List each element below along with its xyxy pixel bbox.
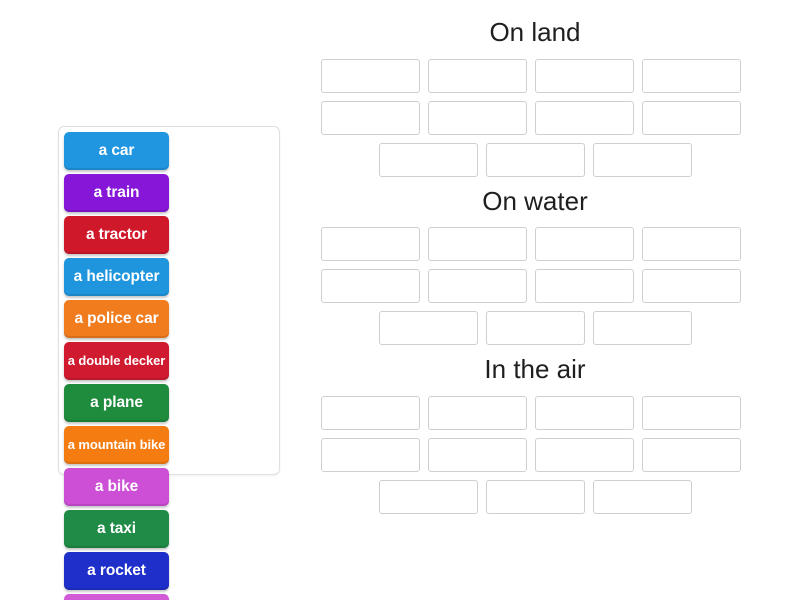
drop-slot[interactable] [321,58,420,93]
drop-slot[interactable] [642,100,741,135]
word-tile[interactable]: a police car [64,300,169,338]
drop-slot[interactable] [378,142,478,177]
category-group: On water [300,185,770,346]
word-tile[interactable]: a plane [64,384,169,422]
word-tile-label: a car [98,141,135,159]
category-slot-grid [321,58,749,177]
category-group: On land [300,18,770,177]
drop-slot[interactable] [592,311,692,346]
drop-slot[interactable] [642,58,741,93]
word-tile[interactable]: a tractor [64,216,169,254]
word-tile-panel: a car a train a tractor a helicopter a polic… [58,126,280,600]
drop-slot[interactable] [428,58,527,93]
drop-slot[interactable] [535,100,634,135]
drop-slot[interactable] [321,100,420,135]
drop-slot[interactable] [321,395,420,430]
slot-row [321,269,749,304]
category-slot-grid [321,227,749,346]
drop-slot[interactable] [535,227,634,262]
word-tile-label: a train [93,183,140,201]
word-tile-label: a helicopter [73,267,160,285]
word-tile[interactable]: a bulldozer [64,594,169,600]
drop-slot[interactable] [428,395,527,430]
drop-slot[interactable] [428,100,527,135]
word-tile[interactable]: a double decker [64,342,169,380]
slot-row [321,479,749,514]
drop-slot[interactable] [321,437,420,472]
category-title: In the air [484,354,586,385]
word-tile[interactable]: a train [64,174,169,212]
slot-row [321,227,749,262]
drop-slot[interactable] [321,227,420,262]
drop-slot[interactable] [485,311,585,346]
word-tile[interactable]: a helicopter [64,258,169,296]
drop-slot[interactable] [428,269,527,304]
drop-slot[interactable] [485,479,585,514]
slot-row [321,58,749,93]
category-columns: On land On water In the air [300,18,770,524]
category-group: In the air [300,355,770,514]
drop-slot[interactable] [642,395,741,430]
slot-row [321,395,749,430]
drop-slot[interactable] [428,437,527,472]
drop-slot[interactable] [642,437,741,472]
slot-row [321,100,749,135]
word-tile-label: a police car [74,309,159,327]
word-tile[interactable]: a mountain bike [64,426,169,464]
category-title: On land [489,17,581,47]
drop-slot[interactable] [642,269,741,304]
drop-slot[interactable] [535,58,634,93]
word-tile-label: a rocket [87,561,146,579]
slot-row [321,142,749,177]
slot-row [321,437,749,472]
category-slot-grid [321,395,749,514]
slot-row [321,311,749,346]
drop-slot[interactable] [642,227,741,262]
word-tile-label: a taxi [96,519,137,537]
word-tile-label: a double decker [67,352,166,368]
drop-slot[interactable] [428,227,527,262]
word-tile-label: a tractor [85,225,148,243]
word-tile[interactable]: a taxi [64,510,169,548]
drop-slot[interactable] [592,479,692,514]
word-tile-label: a mountain bike [67,436,166,452]
word-tile-label: a bike [94,477,139,495]
word-tile[interactable]: a rocket [64,552,169,590]
drop-slot[interactable] [535,395,634,430]
word-tile[interactable]: a car [64,132,169,170]
drop-slot[interactable] [378,479,478,514]
word-tile-label: a plane [90,393,143,411]
drop-slot[interactable] [535,269,634,304]
drop-slot[interactable] [378,311,478,346]
drop-slot[interactable] [535,437,634,472]
word-tile[interactable]: a bike [64,468,169,506]
drop-slot[interactable] [485,142,585,177]
category-title: On water [482,185,588,216]
drop-slot[interactable] [592,142,692,177]
drop-slot[interactable] [321,269,420,304]
